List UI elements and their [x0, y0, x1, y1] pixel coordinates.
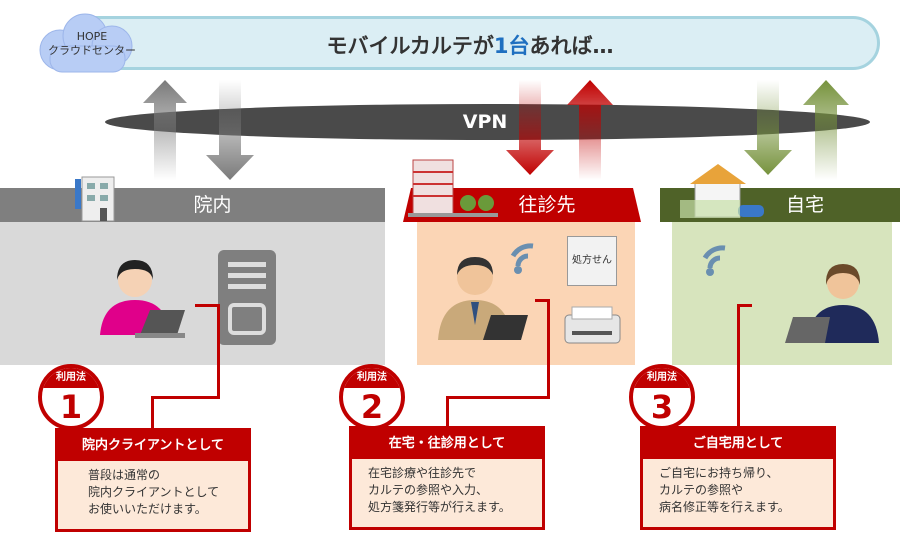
- wifi-icon: [510, 243, 534, 274]
- prescription-paper: 処方せん: [567, 236, 617, 286]
- connector-line: [737, 304, 740, 430]
- apartment-building-icon: [408, 159, 498, 217]
- hospital-panel: [0, 222, 385, 365]
- connector-line: [446, 396, 449, 430]
- user-female-icon: [785, 264, 879, 343]
- usage-card-2: 在宅・往診用として在宅診療や往診先でカルテの参照や入力、処方箋発行等が行えます。: [349, 426, 545, 530]
- usage-card-3: ご自宅用としてご自宅にお持ち帰り、カルテの参照や病名修正等を行えます。: [640, 426, 836, 530]
- hospital-building-icon: [75, 176, 115, 222]
- up-arrow-icon: [803, 80, 849, 180]
- cloud-icon: [39, 13, 133, 73]
- usage-title: 在宅・往診用として: [352, 429, 542, 459]
- up-arrow-icon: [143, 80, 187, 180]
- down-arrow-icon: [744, 80, 792, 175]
- printer-icon: [564, 306, 621, 344]
- connector-line: [217, 304, 220, 399]
- down-arrow-icon: [506, 80, 554, 175]
- connector-line: [737, 304, 752, 307]
- connector-line: [535, 299, 550, 302]
- connector-line: [547, 299, 550, 399]
- hospital-label: 院内: [0, 188, 385, 222]
- doctor-female-icon: [100, 260, 185, 338]
- wifi-icon: [702, 245, 726, 276]
- usage-title: 院内クライアントとして: [58, 431, 248, 461]
- doctor-male-icon: [438, 257, 528, 340]
- connector-line: [195, 304, 220, 307]
- visit-label: 往診先: [518, 194, 576, 216]
- connector-line: [446, 396, 550, 399]
- up-arrow-icon: [567, 80, 613, 180]
- usage-title: ご自宅用として: [643, 429, 833, 459]
- title-banner: [60, 16, 880, 70]
- connector-line: [151, 396, 220, 399]
- vpn-label: VPN: [462, 111, 508, 133]
- connector-line: [151, 396, 154, 430]
- down-arrow-icon: [206, 80, 254, 180]
- server-icon: [218, 250, 276, 345]
- house-icon: [680, 164, 764, 218]
- arrows: [143, 80, 849, 180]
- usage-card-1: 院内クライアントとして普段は通常の院内クライアントとしてお使いいただけます。: [55, 428, 251, 532]
- banner-title: モバイルカルテが1台あれば…: [326, 34, 614, 58]
